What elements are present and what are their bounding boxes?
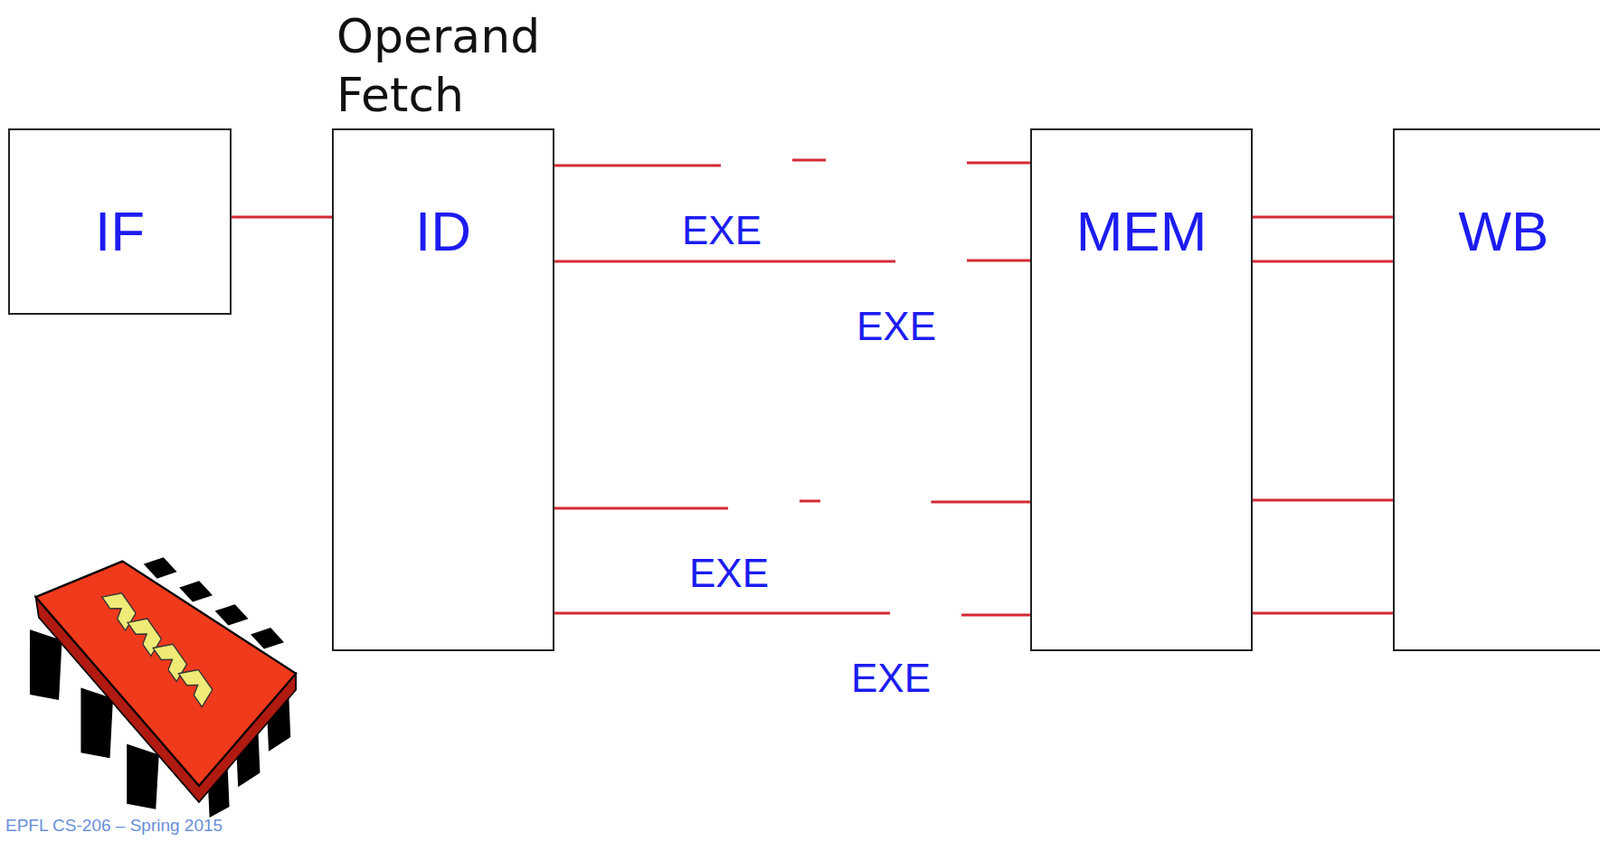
- alu-label: EXE: [825, 304, 967, 349]
- pipeline-wire: [1252, 216, 1393, 219]
- chip-alu-marks: [102, 586, 218, 707]
- pipeline-stage-box: MEM: [1030, 128, 1253, 652]
- pipeline-wire: [930, 501, 1031, 504]
- stage-label: MEM: [1031, 198, 1251, 264]
- chip-leg: [127, 745, 159, 809]
- pipeline-stage-box: WB: [1392, 128, 1600, 652]
- alu-unit: EXE: [651, 8, 793, 320]
- stage-heading: Operand Fetch: [336, 7, 572, 125]
- pipeline-wire: [554, 260, 896, 264]
- pipeline-wire: [1252, 612, 1393, 616]
- pipeline-wire: [554, 164, 721, 168]
- stage-label: WB: [1394, 198, 1600, 264]
- alu-outline: [820, 455, 962, 767]
- pipeline-wire: [799, 500, 821, 503]
- pipeline-wire: [1252, 260, 1393, 264]
- pipeline-wire: [961, 614, 1031, 617]
- chip-leg: [144, 558, 176, 578]
- chip-leg: [30, 630, 62, 700]
- pipeline-wire: [1252, 499, 1393, 502]
- pipeline-stage-box: Operand FetchID: [331, 128, 555, 652]
- chip-leg: [180, 581, 212, 601]
- pipeline-wire: [231, 216, 332, 219]
- stage-label: ID: [333, 198, 553, 264]
- pipeline-wire: [966, 259, 1031, 263]
- alu-label: EXE: [651, 208, 793, 253]
- chip-alu-mark: [178, 662, 218, 708]
- alu-shape: [658, 350, 800, 663]
- alu-outline: [651, 8, 793, 320]
- alu-outline: [825, 104, 967, 416]
- alu-shape: [651, 8, 793, 320]
- alu-shape: [820, 455, 962, 767]
- alu-unit: EXE: [825, 104, 967, 416]
- alu-outline: [658, 350, 800, 663]
- chip-leg: [81, 689, 113, 758]
- alu-unit: EXE: [820, 455, 962, 767]
- chip-leg: [252, 628, 284, 648]
- stage-label: IF: [9, 198, 230, 264]
- pipeline-wire: [966, 161, 1031, 165]
- pipeline-wire: [792, 159, 826, 162]
- chip-icon: [30, 558, 296, 816]
- alu-unit: EXE: [658, 350, 800, 663]
- alu-label: EXE: [820, 656, 962, 701]
- alu-shape: [825, 104, 967, 416]
- chip-top: [35, 561, 296, 786]
- pipeline-stage-box: IF: [8, 128, 232, 315]
- chip-leg: [216, 605, 247, 625]
- pipeline-wire: [554, 507, 729, 511]
- alu-label: EXE: [658, 551, 800, 596]
- pipeline-wire: [554, 612, 890, 616]
- footer-label: EPFL CS-206 – Spring 2015: [5, 815, 223, 837]
- label-layer: EPFL CS-206 – Spring 2015: [5, 815, 223, 837]
